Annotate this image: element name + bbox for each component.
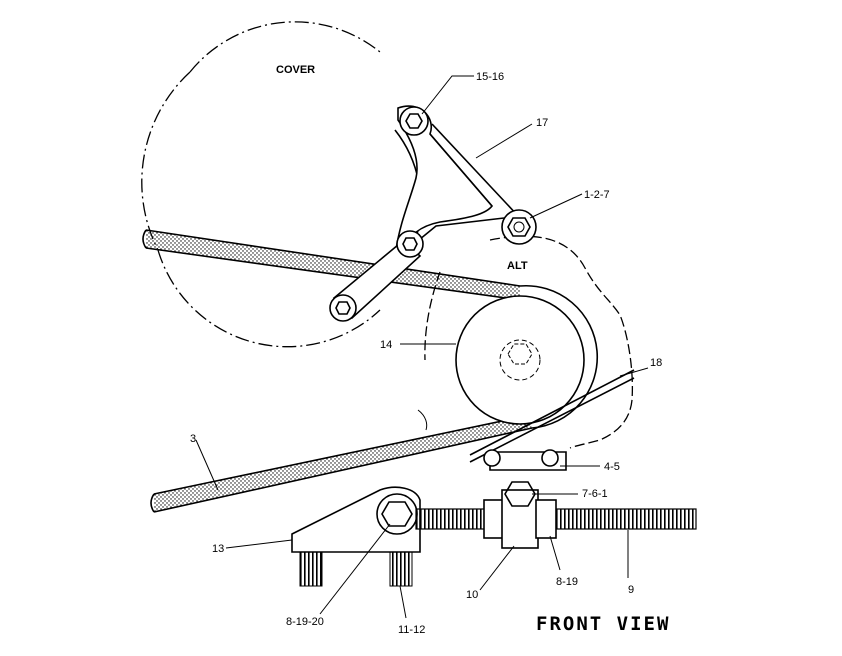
leader-lines [195, 75, 649, 619]
callout-8-19: 8-19 [556, 576, 578, 588]
callout-11-12: 11-12 [398, 624, 425, 636]
callout-17: 17 [536, 117, 548, 129]
callout-8-19-20: 8-19-20 [286, 616, 324, 628]
belt [142, 229, 599, 513]
callout-7-6-1: 7-6-1 [582, 488, 608, 500]
callout-3: 3 [190, 433, 196, 445]
callout-10: 10 [466, 589, 478, 601]
callout-18: 18 [650, 357, 662, 369]
callout-13: 13 [212, 543, 224, 555]
callout-15-16: 15-16 [476, 71, 504, 83]
bolt-link-lower [329, 294, 357, 322]
adjusting-rod-9 [415, 481, 697, 549]
callout-9: 9 [628, 584, 634, 596]
view-title: FRONT VIEW [536, 613, 670, 635]
bolt-1-2-7 [501, 209, 537, 245]
alternator-label: ALT [507, 260, 528, 272]
bolt-mid [396, 230, 424, 258]
adjusting-bracket-18 [469, 369, 635, 471]
bolt-15-16 [399, 106, 429, 136]
cover-label: COVER [276, 64, 315, 76]
callout-1-2-7: 1-2-7 [584, 189, 610, 201]
mounting-block-13 [291, 486, 421, 587]
callout-4-5: 4-5 [604, 461, 620, 473]
callout-14: 14 [380, 339, 392, 351]
alternator-pulley [455, 295, 585, 425]
